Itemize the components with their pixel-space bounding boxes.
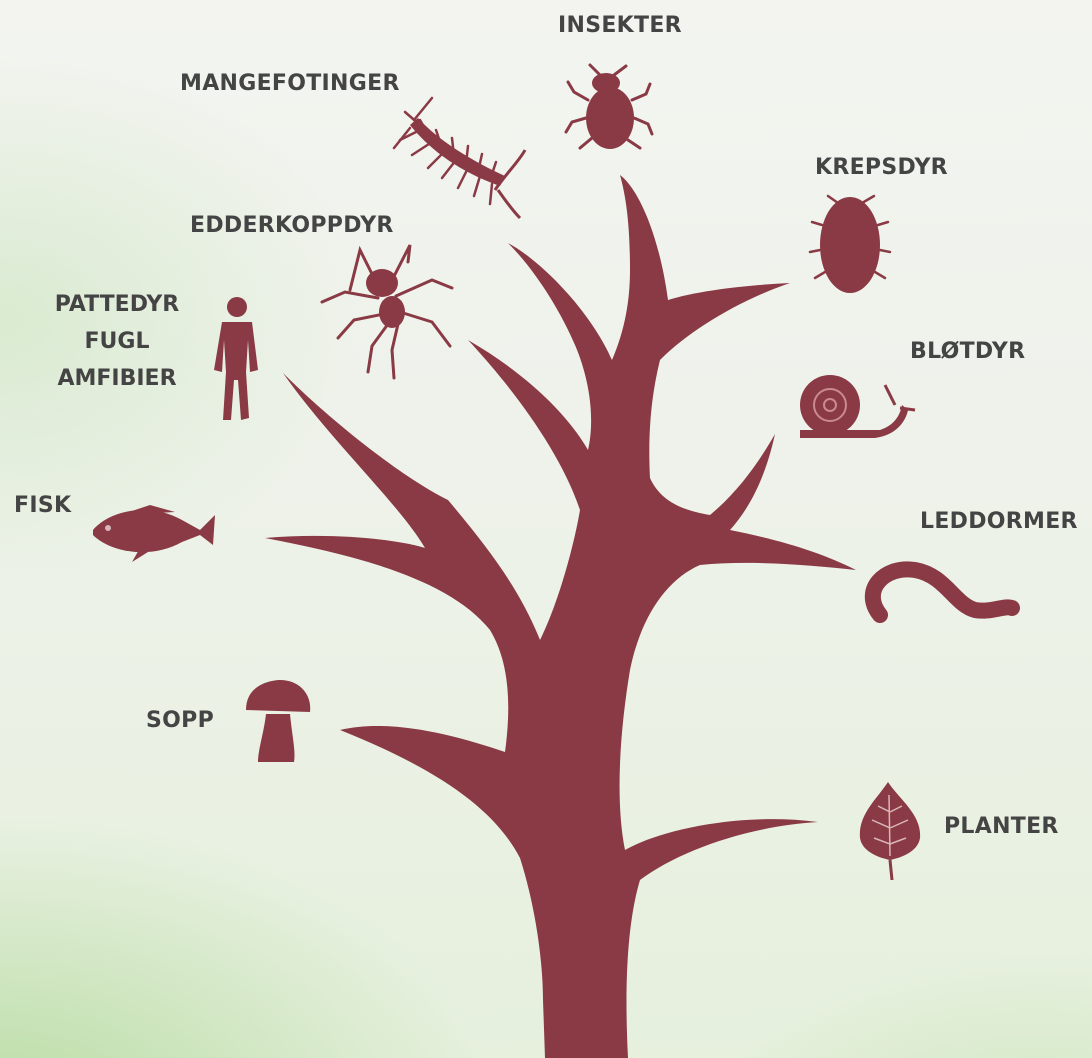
human-icon [214, 297, 258, 420]
label-fugl: FUGL [50, 323, 184, 360]
label-fisk: FISK [14, 495, 71, 517]
label-leddormer: LEDDORMER [920, 511, 1078, 533]
label-insekter: INSEKTER [558, 15, 682, 37]
snail-icon [800, 375, 915, 438]
label-amfibier: AMFIBIER [50, 360, 184, 397]
mushroom-icon [246, 680, 310, 762]
label-planter: PLANTER [944, 816, 1059, 838]
spider-icon [322, 245, 452, 378]
label-blotdyr: BLØTDYR [910, 341, 1025, 363]
label-pattedyr: PATTEDYR [50, 286, 184, 323]
tree-trunk [265, 175, 856, 1058]
label-mangefotinger: MANGEFOTINGER [180, 73, 400, 95]
label-krepsdyr: KREPSDYR [815, 157, 948, 179]
worm-icon [873, 569, 1012, 615]
label-sopp: SOPP [146, 710, 214, 732]
beetle-icon [566, 65, 652, 149]
centipede-icon [394, 98, 525, 218]
label-group-vertebrates: PATTEDYR FUGL AMFIBIER [50, 286, 184, 397]
leaf-icon [860, 782, 920, 880]
woodlouse-icon [810, 196, 890, 293]
label-edderkoppdyr: EDDERKOPPDYR [190, 215, 394, 237]
fish-icon [93, 505, 215, 562]
